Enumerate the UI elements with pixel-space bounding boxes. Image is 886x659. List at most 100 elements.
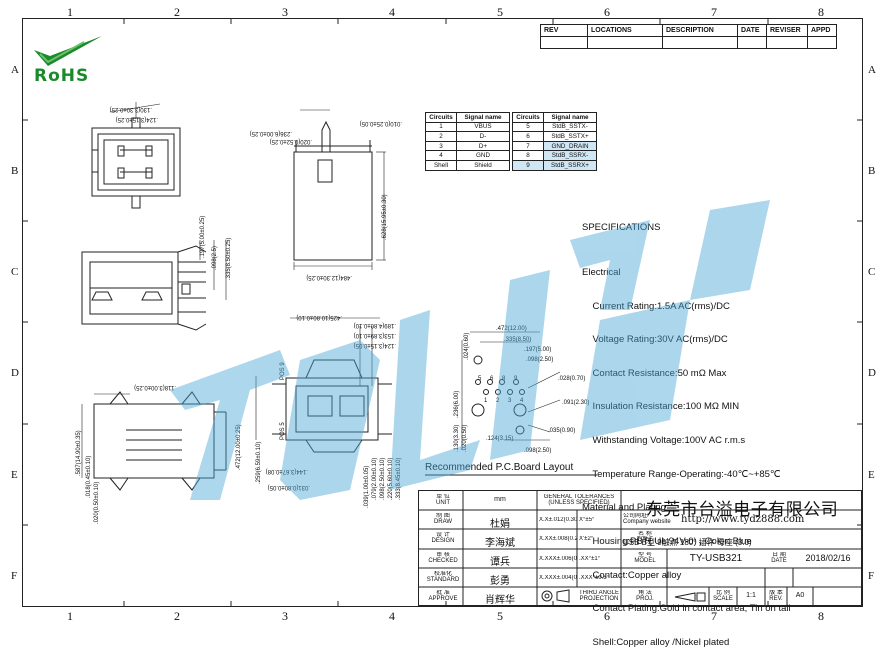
- dim-label: .130(3.30±0.25): [110, 106, 152, 112]
- col-4: 4: [389, 5, 395, 19]
- dim-label: .124(3.15): [486, 436, 513, 442]
- side-view-drawing: [293, 109, 386, 270]
- title-block: 单 位 UNIT mm 制 图 DRAW 杜娟 设 计 DESIGN 李海斌 审…: [418, 490, 863, 607]
- design-value: 李海斌: [485, 538, 515, 549]
- draw-value: 杜娟: [490, 519, 510, 530]
- dim-label: .118(3.00±0.25): [134, 384, 176, 390]
- pcb-title-underline: [425, 474, 597, 476]
- dim-label: .020(0.50): [462, 425, 468, 452]
- title-block-grid: [419, 491, 863, 607]
- dim-label: .335(8.50): [504, 337, 531, 343]
- signal-cell: StdB_SSRX+: [543, 159, 597, 171]
- row-e: E: [11, 469, 18, 481]
- spec-line: Contact Resistance:50 mΩ Max: [582, 367, 727, 379]
- col-6: 6: [604, 5, 610, 19]
- checked-value: 谭兵: [490, 557, 510, 568]
- tolerance-cell: .XXX°±0.5°: [579, 575, 610, 581]
- approve-value: 肖辉华: [485, 595, 515, 606]
- front-view-drawing: [81, 240, 227, 331]
- dim-label: .031(0.80±0.05): [268, 484, 310, 490]
- dim-label: .091(2.30): [562, 400, 589, 406]
- row-d: D: [11, 367, 19, 379]
- third-angle-projection-icon: [541, 589, 570, 603]
- row-a: A: [11, 64, 19, 76]
- spec-line: Temperature Range-Operating:-40℃~+85℃: [582, 468, 781, 480]
- dim-label: .425(10.80±0.10): [296, 314, 342, 320]
- dim-label: .124(3.15±0.05): [354, 342, 396, 348]
- dim-label: .130(3.30): [454, 425, 460, 452]
- col-8-bottom: 8: [818, 609, 824, 623]
- spec-line: Housing:PBT( UL 94V-0) , Color: Blue: [582, 535, 752, 547]
- tolerance-cell: X.XXX±.004(0.10): [539, 575, 577, 581]
- unit-value: mm: [494, 496, 506, 503]
- date-label: 日 期 DATE: [771, 552, 787, 564]
- spec-title: SPECIFICATIONS: [582, 222, 661, 234]
- dim-label: .079(2.00±0.10): [372, 458, 378, 500]
- scale-label: 比 例 SCALE: [713, 590, 733, 602]
- dim-label: .020(0.50±0.10): [94, 482, 100, 524]
- signal-cell: Shield: [456, 159, 510, 171]
- top-view-drawing: [91, 102, 181, 209]
- bottom-left-drawing: [81, 391, 227, 491]
- date-value: 2018/02/16: [805, 553, 851, 563]
- row-a-right: A: [868, 64, 876, 76]
- dimension-labels: .130(3.30±0.25) .124(3.15±0.25) .236(6.0…: [76, 106, 589, 524]
- model-label: 型 号 MODEL: [634, 552, 656, 564]
- dim-label: .236(6.00±0.25): [250, 130, 292, 136]
- col-8: 8: [818, 5, 824, 19]
- projection-symbol-icon: [674, 592, 706, 602]
- dim-label: .628(15.95±0.30): [382, 194, 388, 240]
- pcb-layout-drawing: [461, 331, 561, 450]
- dim-label: .098(2.50±0.10): [380, 458, 386, 500]
- approve-label: 批 准 APPROVE: [428, 590, 458, 602]
- spec-line: Electrical: [582, 267, 621, 279]
- tolerance-cell: X.XXX±.006(0.15): [539, 556, 577, 562]
- col-6-bottom: 6: [604, 609, 610, 623]
- dim-label: .018(0.45±0.10): [86, 456, 92, 498]
- dim-label: .098(2.50): [526, 357, 553, 363]
- spec-line: Current Rating:1.5A AC(rms)/DC: [582, 300, 730, 312]
- pin-label: 1: [484, 398, 488, 404]
- draw-label: 制 图 DRAW: [433, 513, 453, 525]
- company-name: 东莞市台溢电子有限公司: [645, 500, 839, 520]
- dim-label: .098(2.50): [524, 448, 551, 454]
- checked-label: 审 核 CHECKED: [428, 552, 458, 564]
- frame-ticks: [22, 18, 863, 607]
- dim-label: .020(0.52±0.25): [270, 138, 312, 144]
- rev-value: A0: [795, 592, 805, 599]
- dim-label: .098(2.5): [212, 246, 218, 270]
- dim-label: .124(3.15±0.25): [116, 116, 158, 122]
- connector-drawings: [81, 102, 561, 491]
- drawing-frame: [22, 18, 863, 607]
- tolerance-cell: .XX°±1°: [579, 556, 601, 562]
- tolerance-title: GENERAL TOLERANCES (UNLESS SPECIFIED): [543, 494, 615, 506]
- company-website: http://www.tydz888.com: [681, 514, 805, 525]
- standard-value: 彭勇: [490, 576, 510, 587]
- tolerance-cell: X.X±.012(0.30): [539, 517, 577, 523]
- rev-label: 版 本 REV.: [769, 590, 783, 602]
- unit-label: 单 位 UNIT: [436, 494, 450, 506]
- col-5: 5: [497, 5, 503, 19]
- scale-value: 1:1: [746, 592, 756, 599]
- dim-label: .484(12.30±0.25): [306, 274, 352, 280]
- row-f-right: F: [868, 570, 875, 582]
- dim-label: .587(14.90±0.35): [76, 430, 82, 476]
- tolerance-cell: X.XX±.008(0.20): [539, 536, 577, 542]
- standard-label: 校准化 STANDARD: [426, 571, 460, 583]
- dim-label: .197(5.00±0.25): [200, 216, 206, 258]
- col-3-bottom: 3: [282, 609, 288, 623]
- spec-line: Contact:Copper alloy: [582, 569, 682, 581]
- tolerance-cell: X°±5°: [579, 517, 595, 523]
- dim-label: .144(3.67±0.08): [266, 468, 308, 474]
- row-d-right: D: [868, 367, 876, 379]
- dim-label: .153(3.89±0.10): [354, 332, 396, 338]
- dim-label: .197(5.00): [524, 347, 551, 353]
- col-4-bottom: 4: [389, 609, 395, 623]
- pcb-layout-title: Recommended P.C.Board Layout: [425, 462, 574, 473]
- pos-label: POS 9: [280, 362, 286, 380]
- row-b-right: B: [868, 165, 876, 177]
- dim-label: .024(0.60): [464, 333, 470, 360]
- col-3: 3: [282, 5, 288, 19]
